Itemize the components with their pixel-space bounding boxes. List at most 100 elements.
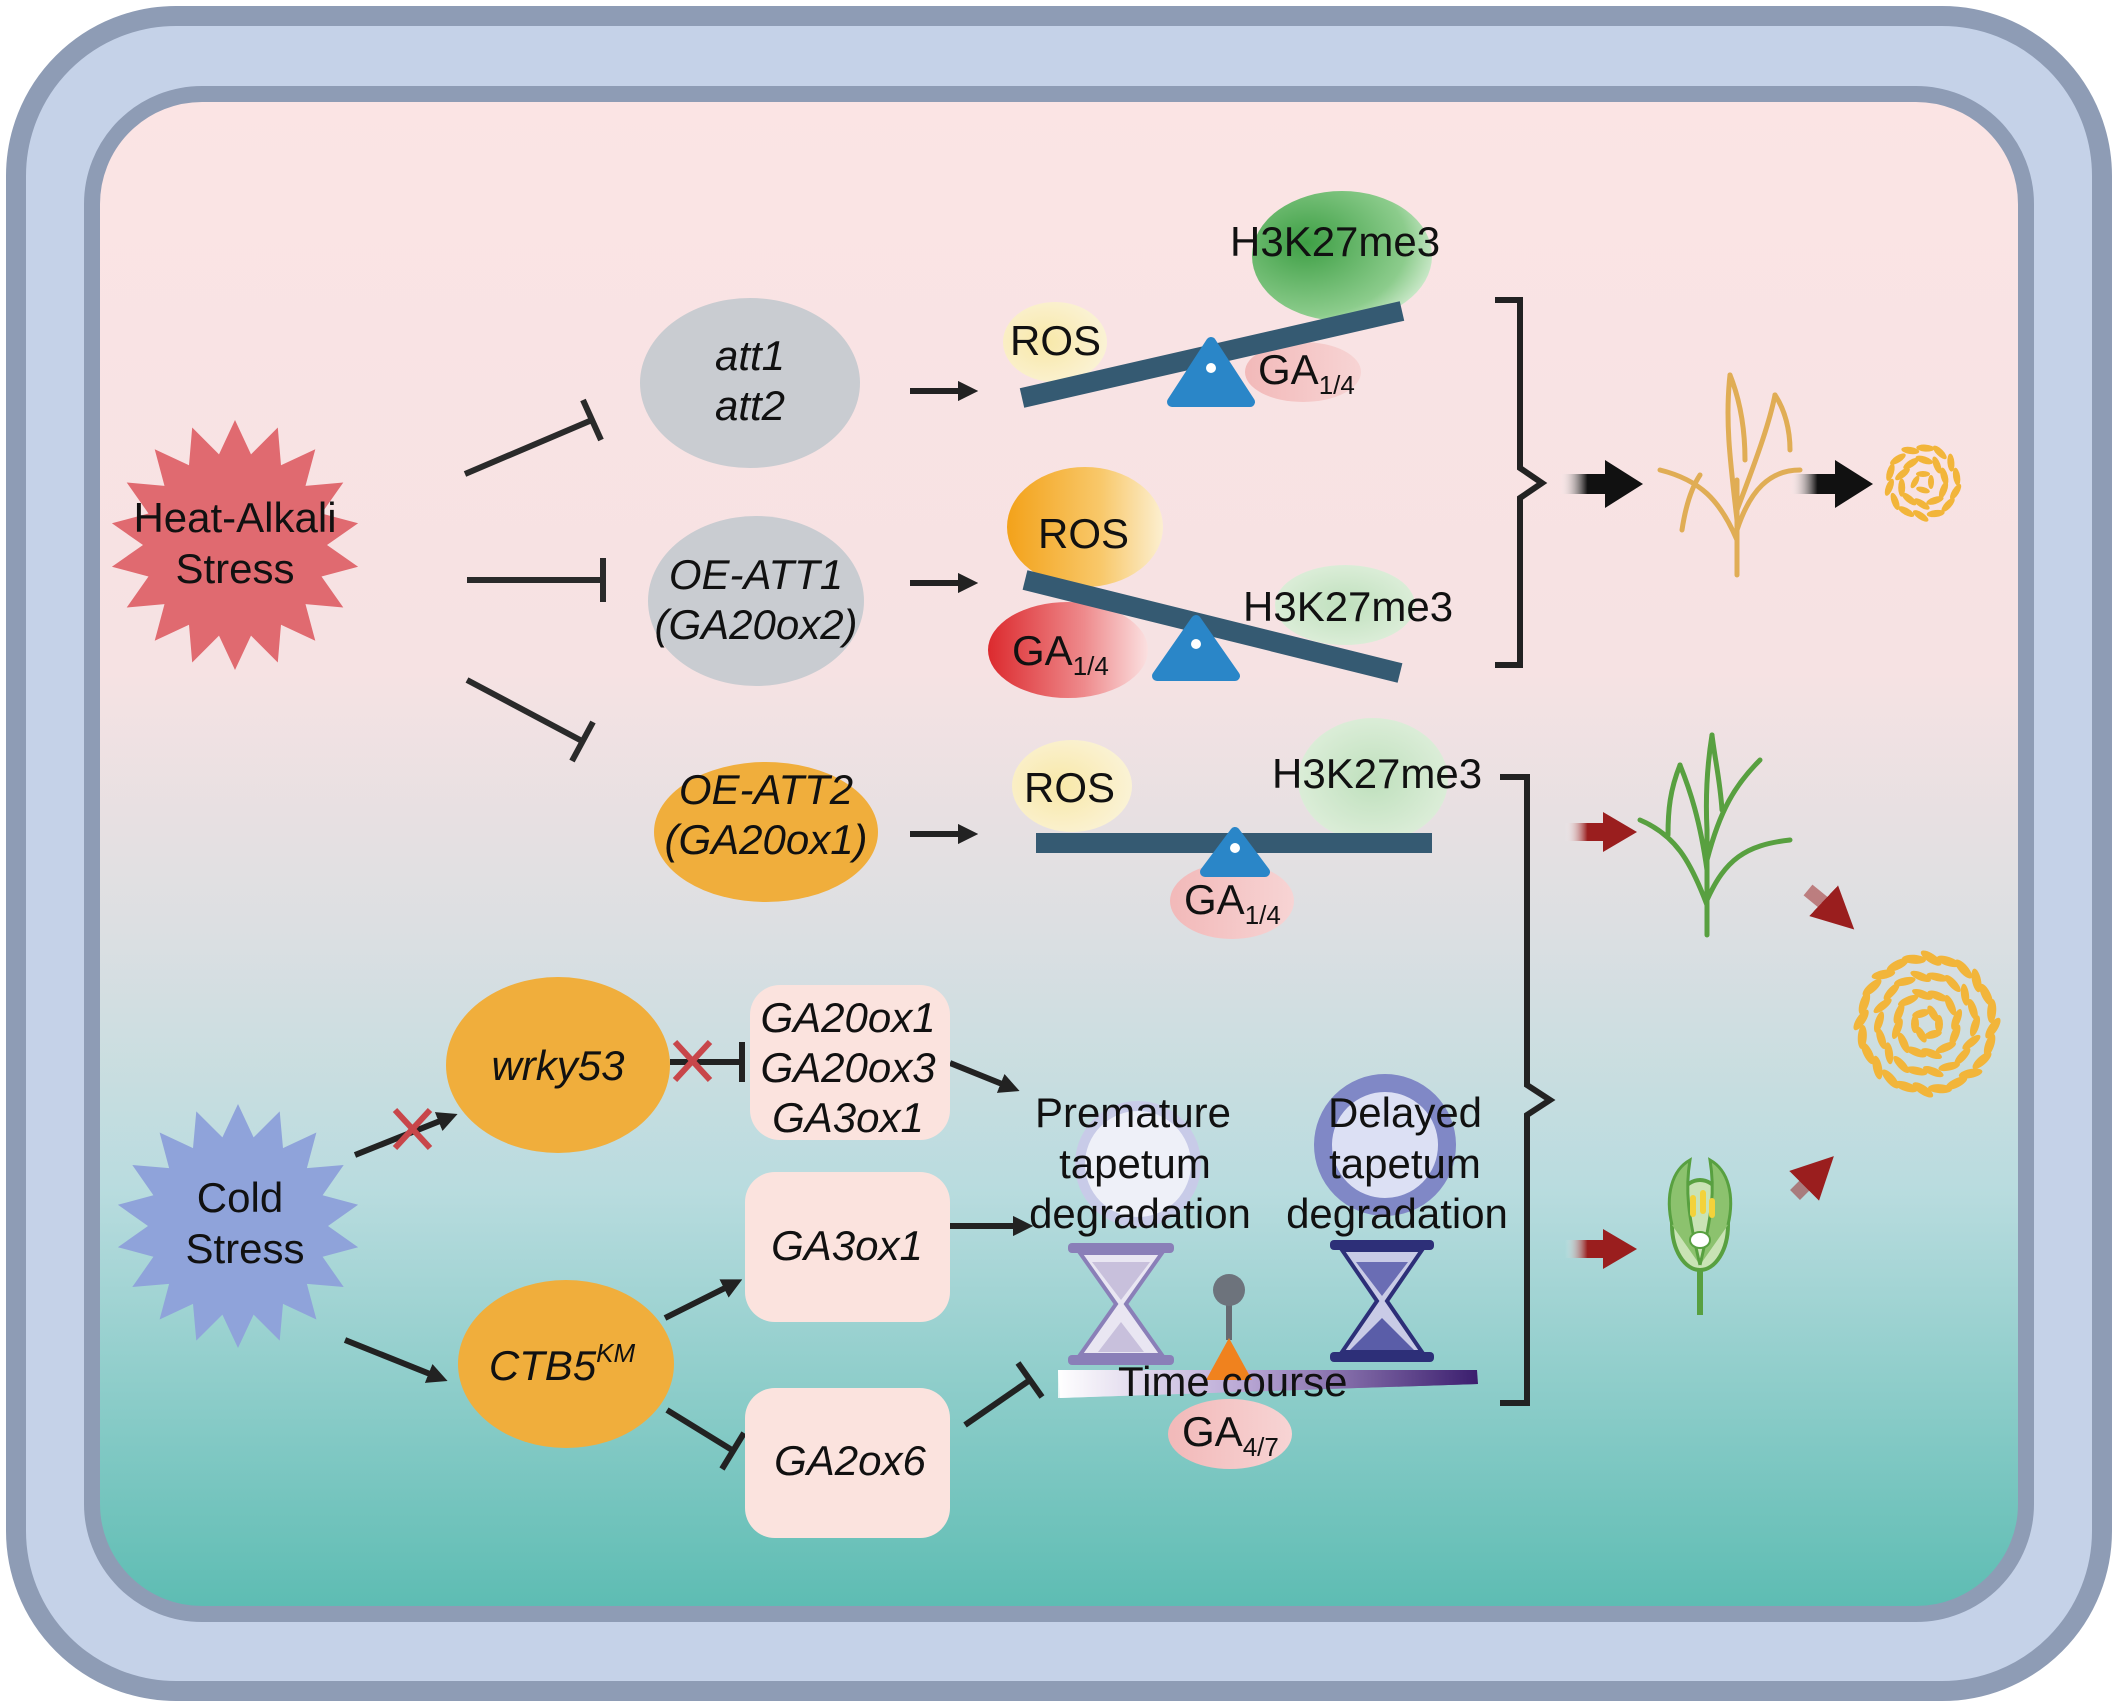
- withered-plant-icon: [1657, 372, 1803, 578]
- seed-grain: [1926, 496, 1944, 505]
- seed-grain: [1923, 1066, 1944, 1078]
- ga-bubble-3: [1170, 863, 1294, 939]
- ros-bubble-1: [1003, 302, 1107, 382]
- wrky53-node: [446, 977, 670, 1153]
- seed-grain: [1962, 1034, 1981, 1050]
- seed-grain: [1872, 1055, 1883, 1080]
- seed-grain: [1901, 446, 1920, 455]
- premature-line3: degradation: [1029, 1190, 1251, 1237]
- seed-grain: [1927, 990, 1949, 1002]
- sterile-outcome-arrows: [1560, 460, 1873, 508]
- seed-grain: [1958, 1068, 1983, 1079]
- seed-grain: [1883, 983, 1900, 1001]
- premature-tapetum-cell: [1075, 1101, 1201, 1227]
- seed-grain: [1915, 1026, 1927, 1043]
- seed-grain: [1928, 1084, 1952, 1094]
- ga3ox1-box: [745, 1172, 950, 1322]
- balance-oe-att2: ROS H3K27me3 GA1/4: [1012, 718, 1482, 939]
- wrky-target-box: [750, 985, 950, 1140]
- seed-grain: [1916, 471, 1930, 477]
- seed-grain: [1902, 954, 1926, 964]
- seed-grain: [1926, 509, 1945, 518]
- seed-grain: [1972, 1051, 1992, 1070]
- premature-line2: tapetum: [1059, 1140, 1211, 1187]
- cold-stress-line2: Stress: [185, 1225, 304, 1272]
- seed-grain: [1921, 1048, 1942, 1060]
- seed-grain: [1935, 1041, 1956, 1054]
- h3k27me3-bubble-3: [1298, 718, 1448, 842]
- seed-grain: [1901, 492, 1917, 506]
- delayed-tapetum-cell: [1314, 1074, 1456, 1216]
- seed-grain: [1912, 510, 1929, 522]
- seed-grain: [1967, 998, 1978, 1021]
- seed-grain: [1886, 958, 1909, 972]
- seed-grain: [1954, 1047, 1971, 1065]
- target-ga20ox1: GA20ox1: [760, 994, 935, 1041]
- seed-grain: [1912, 1009, 1930, 1019]
- seed-grain: [1876, 1027, 1887, 1050]
- ros-label-3: ROS: [1024, 764, 1115, 811]
- cold-stress: Cold Stress: [117, 1104, 359, 1348]
- seed-grain: [1941, 497, 1955, 512]
- cold-stress-line1: Cold: [197, 1174, 283, 1221]
- seed-grain: [1936, 955, 1960, 968]
- seed-grain: [1890, 492, 1900, 510]
- hourglass-delayed-icon: [1330, 1240, 1434, 1362]
- ga47-label: GA4/7: [1182, 1408, 1279, 1462]
- seed-grain: [1895, 467, 1910, 481]
- seed-grain: [1884, 478, 1894, 496]
- seed-grain: [1952, 467, 1961, 486]
- seed-grain: [1910, 970, 1931, 982]
- seed-grain: [1945, 1076, 1968, 1090]
- seed-grain: [1898, 994, 1919, 1007]
- seed-grain: [1912, 1082, 1934, 1098]
- delayed-line2: tapetum: [1329, 1140, 1481, 1187]
- seed-grain: [1893, 1055, 1910, 1074]
- att-mutants-node: [640, 298, 860, 468]
- seed-grain: [1853, 1009, 1869, 1031]
- seed-grain: [1910, 475, 1920, 489]
- seed-grain: [1891, 1018, 1903, 1039]
- seed-grain: [1944, 995, 1957, 1016]
- oe-att2-label: OE-ATT2: [679, 766, 853, 813]
- lower-brace: [1500, 774, 1556, 1406]
- large-seed-cluster-icon: [1853, 950, 2001, 1098]
- seed-grain: [1873, 1011, 1885, 1033]
- seed-grain: [1985, 1017, 2001, 1039]
- seed-grain: [1927, 1005, 1939, 1022]
- seed-grain: [1938, 481, 1949, 499]
- ctb5km-label: CTB5KM: [489, 1338, 636, 1389]
- target-ga20ox3: GA20ox3: [760, 1044, 935, 1091]
- seed-grain: [1894, 1080, 1918, 1093]
- ga-bubble-2: [988, 602, 1148, 698]
- cold-star-shape: [117, 1104, 359, 1348]
- seed-grain: [1912, 988, 1933, 1000]
- att2-label: att2: [715, 382, 785, 429]
- inner-panel: [84, 86, 2034, 1622]
- heat-inhibitions: [463, 398, 606, 763]
- seed-grain: [1928, 475, 1934, 489]
- seed-grain: [1890, 453, 1906, 465]
- fertile-outcome-arrows: [1565, 812, 1855, 1269]
- premature-line1: Premature: [1035, 1089, 1231, 1136]
- time-course-label: Time course: [1118, 1358, 1348, 1405]
- upper-brace: [1495, 297, 1548, 668]
- seed-grain: [1897, 1032, 1910, 1053]
- seed-grain: [1926, 972, 1949, 982]
- seed-grain: [1893, 1002, 1905, 1024]
- heat-star-shape: [111, 420, 359, 670]
- seed-grain: [1932, 456, 1942, 474]
- seed-grain: [1979, 983, 1993, 1006]
- seed-grain: [1871, 969, 1896, 980]
- seed-grain: [1916, 486, 1930, 494]
- blocked-x-marks: [392, 1039, 713, 1151]
- seed-grain: [1894, 976, 1916, 987]
- ros-bubble-3: [1012, 740, 1132, 832]
- seed-grain: [1911, 1015, 1919, 1033]
- seesaw-beam-2: [1022, 570, 1403, 683]
- seed-grain: [1987, 999, 1997, 1023]
- ctb5km-node: [458, 1280, 674, 1448]
- target-ga3ox1: GA3ox1: [772, 1094, 924, 1141]
- seed-grain: [1940, 467, 1949, 486]
